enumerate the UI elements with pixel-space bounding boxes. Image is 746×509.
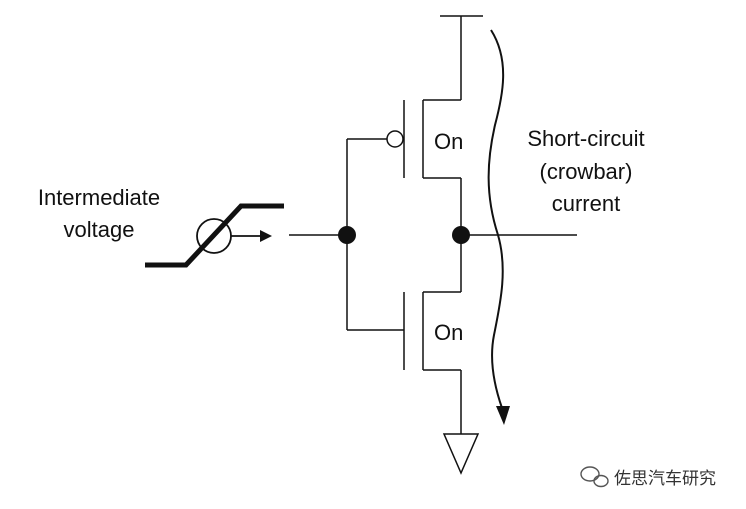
input-waveform-symbol [145,203,284,268]
crowbar-current-path [487,29,510,425]
input-label-line2: voltage [64,217,135,242]
current-arrow-head [496,406,510,425]
ramp-waveform [145,203,284,268]
current-wave [487,29,505,409]
pmos-gate-bubble [386,130,404,148]
input-junction [338,226,356,244]
watermark-text: 佐思汽车研究 [614,469,716,488]
sweep-arrow-head [260,230,272,242]
circuit-wires [289,15,577,434]
watermark: 佐思汽车研究 [580,466,716,488]
current-label-line1: Short-circuit [527,126,644,151]
current-label-line3: current [552,191,620,216]
output-junction [452,226,470,244]
nmos-state-label: On [434,320,463,345]
input-label-line1: Intermediate [38,185,160,210]
pmos-state-label: On [434,129,463,154]
ground-symbol [442,433,480,475]
wechat-icon [580,466,609,488]
current-label-line2: (crowbar) [540,159,633,184]
